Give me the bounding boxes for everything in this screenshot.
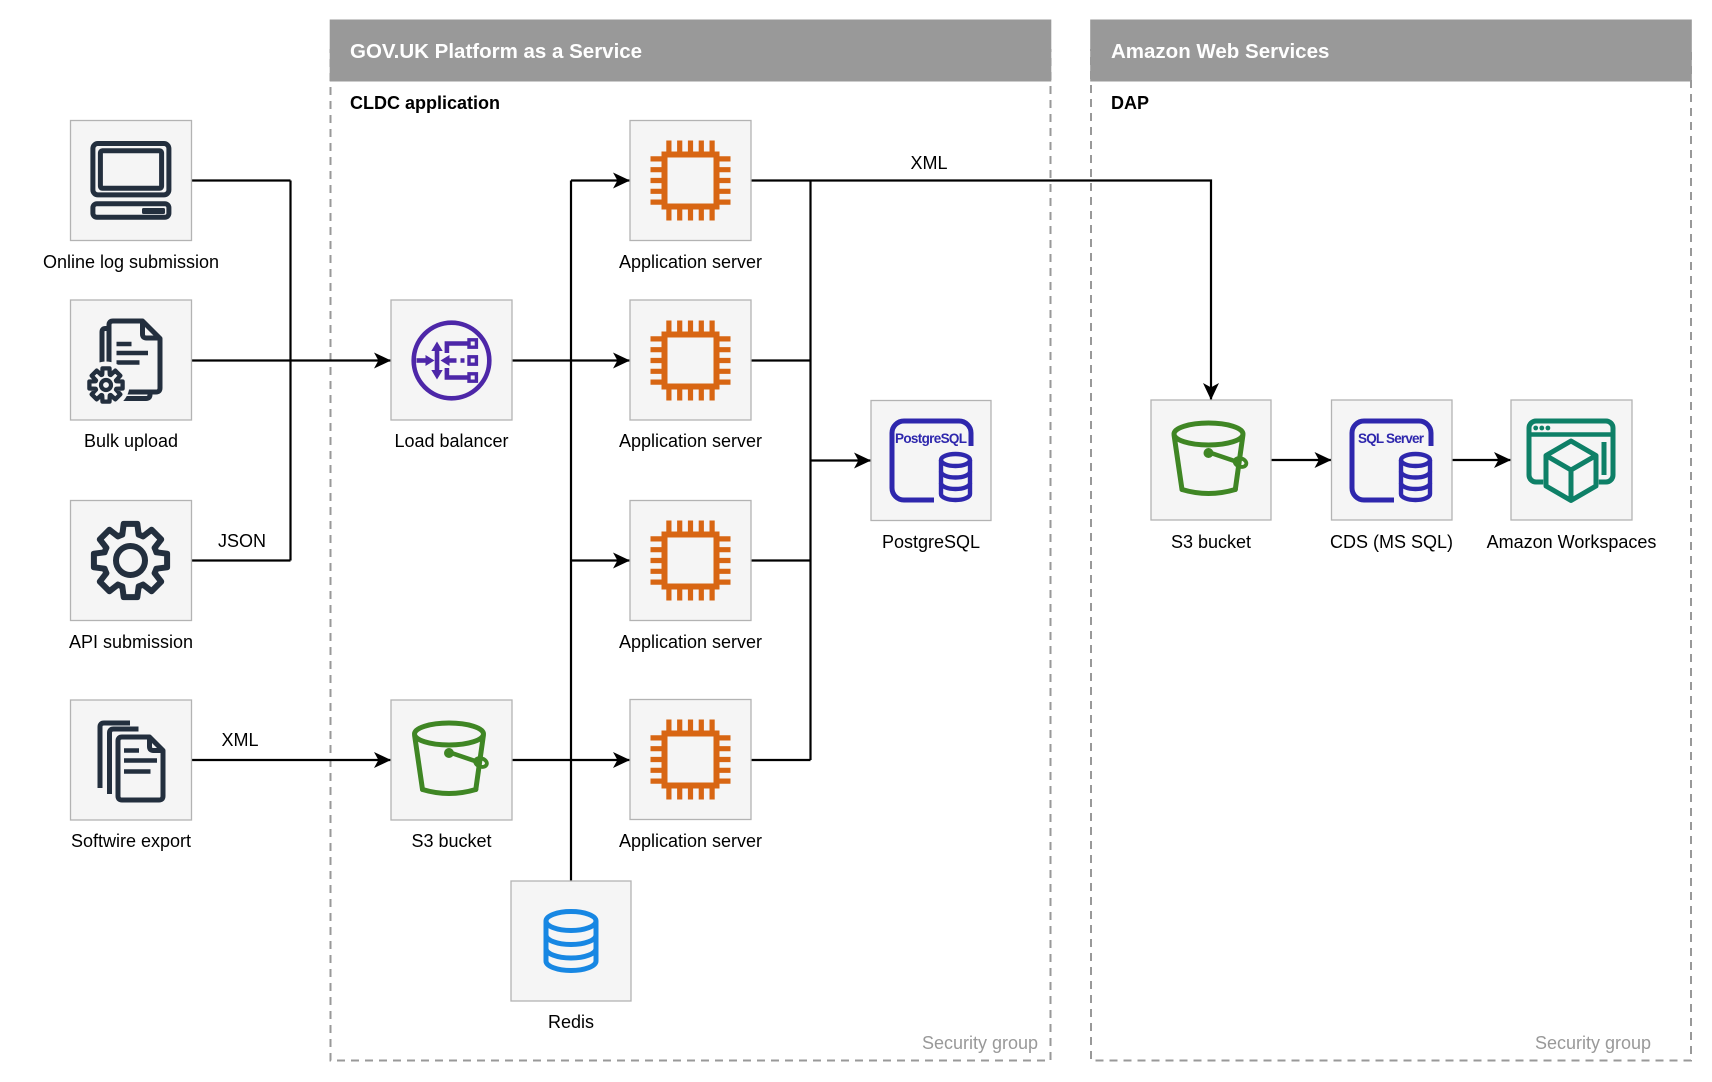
svg-text:Softwire export: Softwire export [71, 831, 191, 851]
svg-text:XML: XML [910, 153, 947, 173]
svg-text:S3 bucket: S3 bucket [411, 831, 491, 851]
svg-text:S3 bucket: S3 bucket [1171, 532, 1251, 552]
svg-text:CDS (MS SQL): CDS (MS SQL) [1330, 532, 1453, 552]
svg-text:Amazon Web Services: Amazon Web Services [1111, 40, 1329, 63]
svg-text:Application server: Application server [619, 632, 762, 652]
svg-text:Application server: Application server [619, 431, 762, 451]
svg-text:Redis: Redis [548, 1012, 594, 1032]
svg-text:Application server: Application server [619, 831, 762, 851]
svg-text:Amazon Workspaces: Amazon Workspaces [1487, 532, 1657, 552]
svg-text:PostgreSQL: PostgreSQL [895, 431, 967, 446]
svg-text:Security group: Security group [922, 1033, 1038, 1053]
svg-text:Load balancer: Load balancer [394, 431, 508, 451]
svg-text:DAP: DAP [1111, 93, 1149, 113]
svg-text:JSON: JSON [218, 531, 266, 551]
svg-text:CLDC application: CLDC application [350, 93, 500, 113]
svg-text:GOV.UK Platform as a Service: GOV.UK Platform as a Service [350, 40, 642, 63]
svg-text:Bulk upload: Bulk upload [84, 431, 178, 451]
svg-text:API submission: API submission [69, 632, 193, 652]
svg-text:XML: XML [221, 730, 258, 750]
svg-text:Application server: Application server [619, 252, 762, 272]
svg-text:Security group: Security group [1535, 1033, 1651, 1053]
svg-text:PostgreSQL: PostgreSQL [882, 532, 980, 552]
svg-text:Online log submission: Online log submission [43, 252, 219, 272]
svg-text:SQL Server: SQL Server [1358, 431, 1425, 446]
